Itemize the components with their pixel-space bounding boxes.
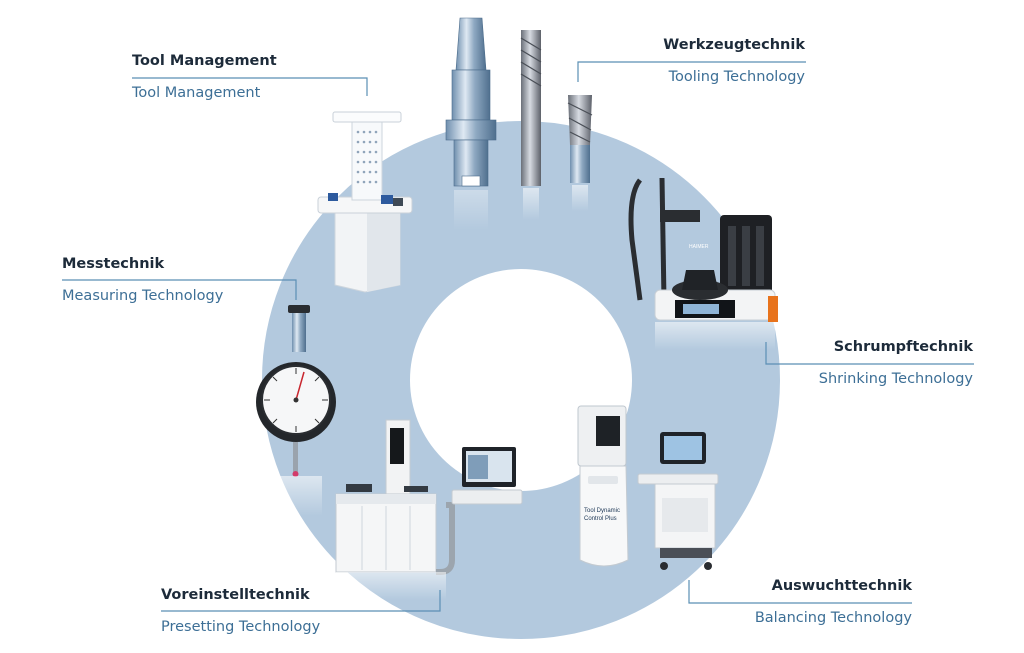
shrink-machine-brand: HAIMER [689,244,709,250]
werkzeugtechnik-title: Werkzeugtechnik [663,37,805,53]
tool-management-title: Tool Management [132,53,277,69]
voreinstelltechnik-title: Voreinstelltechnik [161,587,310,603]
balancer-label-line1: Tool Dynamic [584,508,620,514]
leader-schrumpftechnik [765,342,974,365]
auswuchttechnik-subtitle: Balancing Technology [754,610,912,626]
messtechnik-subtitle: Measuring Technology [62,288,224,304]
leader-messtechnik [62,279,297,300]
leader-auswuchttechnik [688,580,912,604]
tool-management-subtitle: Tool Management [132,85,261,101]
leader-voreinstelltechnik [161,590,441,612]
leader-werkzeugtechnik [577,61,806,82]
ring [262,121,780,639]
leader-lines [62,61,974,612]
tool-cabinet-product [317,111,413,293]
schrumpftechnik-subtitle: Shrinking Technology [818,371,973,387]
tool-holders-product [445,17,593,230]
werkzeugtechnik-subtitle: Tooling Technology [668,69,805,85]
voreinstelltechnik-subtitle: Presetting Technology [161,619,321,635]
leader-tool-management [132,77,368,96]
balancing-machines-product: Tool Dynamic Control Plus [577,405,719,570]
schrumpftechnik-title: Schrumpftechnik [833,339,973,355]
messtechnik-title: Messtechnik [62,256,165,272]
presetting-machine-product [335,419,523,600]
auswuchttechnik-title: Auswuchttechnik [771,578,912,594]
dial-gauge-product [256,305,336,516]
shrink-fit-machine-product: HAIMER [628,177,778,350]
balancer-label-line2: Control Plus [584,516,617,522]
